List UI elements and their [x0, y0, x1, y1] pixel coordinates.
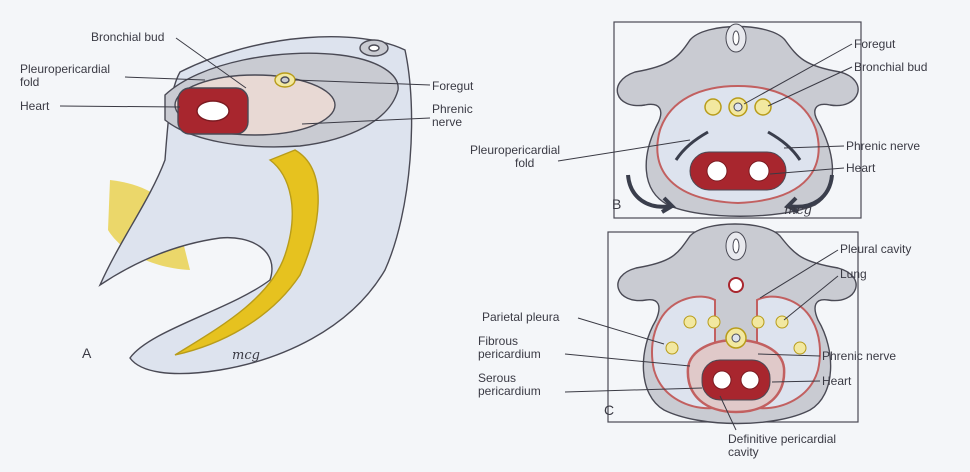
label-pleuropericardial-fold-a-line1: Pleuropericardial — [20, 62, 111, 76]
signature-b: mcg — [784, 203, 812, 218]
panel-letter-c: C — [604, 402, 615, 418]
label-parietal-pleura: Parietal pleura — [482, 310, 560, 324]
panel-b-heart-lumen-left — [706, 160, 728, 182]
label-phrenic-nerve-a-line1: Phrenic — [432, 102, 473, 116]
panel-c-aorta — [728, 277, 744, 293]
panel-letter-b: B — [612, 196, 622, 212]
label-phrenic-nerve-b: Phrenic nerve — [846, 139, 921, 153]
panel-b-drawing — [557, 21, 862, 219]
label-phrenic-nerve-c: Phrenic nerve — [822, 349, 897, 363]
panel-b-heart-lumen-right — [748, 160, 770, 182]
panel-a-inner-band — [174, 149, 319, 356]
label-lung: Lung — [840, 267, 867, 281]
panel-b-arrow-inner-left — [674, 130, 709, 161]
label-pleural-cavity: Pleural cavity — [840, 242, 912, 256]
panel-b-arrow-right — [783, 174, 834, 214]
panel-b-leaders — [557, 43, 853, 175]
panel-b-arrow-left — [626, 174, 677, 214]
label-definitive-pericardial-cavity-line2: cavity — [728, 445, 759, 459]
label-serous-pericardium-line2: pericardium — [478, 384, 541, 398]
panel-b-heart — [689, 151, 787, 191]
panel-b-bronchial-bud-left — [704, 98, 722, 116]
panel-c-heart-lumen-left — [712, 370, 732, 390]
panel-c-lung-bud — [751, 315, 765, 329]
label-fibrous-pericardium-line1: Fibrous — [478, 334, 519, 348]
panel-c-leaders — [564, 249, 839, 431]
label-serous-pericardium-line1: Serous — [478, 371, 517, 385]
panel-letter-a: A — [82, 345, 92, 361]
panel-c-lung-bud — [707, 315, 721, 329]
panel-a-drawing — [59, 36, 431, 375]
label-pleuropericardial-fold-a-line2: fold — [20, 75, 40, 89]
label-definitive-pericardial-cavity-line1: Definitive pericardial — [728, 432, 837, 446]
label-pleuropericardial-fold-b-line2: fold — [515, 156, 535, 170]
label-foregut-a: Foregut — [432, 79, 474, 93]
signature-a: mcg — [232, 348, 260, 363]
panel-b-arrow-inner-right — [767, 130, 802, 161]
label-foregut-b: Foregut — [854, 37, 896, 51]
panel-c-heart — [701, 359, 771, 401]
panel-c-lung-bud — [793, 341, 807, 355]
panel-c-drawing — [564, 223, 859, 431]
panel-a-leaders — [59, 37, 431, 125]
panel-c-lung-bud — [683, 315, 697, 329]
label-heart-b: Heart — [846, 161, 876, 175]
panel-c-heart-lumen-right — [740, 370, 760, 390]
panel-b-bronchial-bud-right — [754, 98, 772, 116]
panel-c-lung-bud — [665, 341, 679, 355]
label-fibrous-pericardium-line2: pericardium — [478, 347, 541, 361]
label-bronchial-bud-b: Bronchial bud — [854, 60, 928, 74]
label-bronchial-bud-a: Bronchial bud — [91, 30, 165, 44]
label-phrenic-nerve-a-line2: nerve — [432, 115, 463, 129]
panel-a-heart-lumen — [196, 100, 230, 122]
panel-b-frame — [613, 21, 862, 219]
label-heart-a: Heart — [20, 99, 50, 113]
label-heart-c: Heart — [822, 374, 852, 388]
label-pleuropericardial-fold-b-line1: Pleuropericardial — [470, 143, 561, 157]
